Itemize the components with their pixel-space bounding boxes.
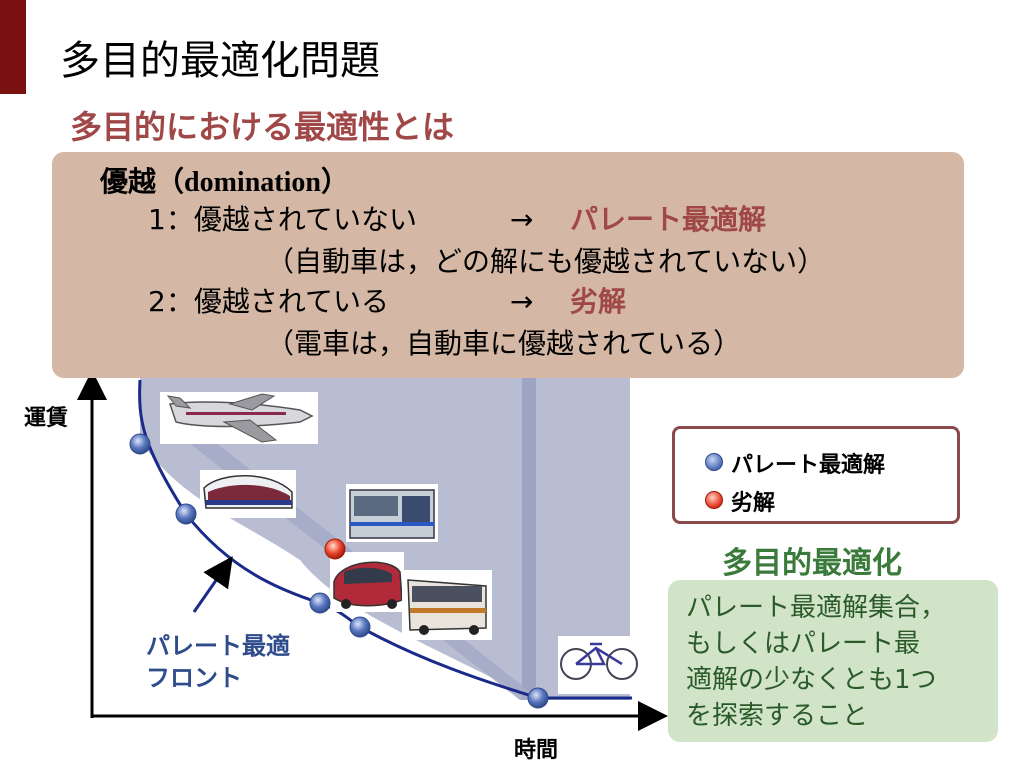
pareto-front-label-line1: パレート最適 — [146, 632, 290, 660]
dominated-result: 劣解 — [570, 285, 627, 318]
pareto-front-label-line2: フロント — [146, 664, 242, 692]
multiobjective-box: パレート最適解集合， もしくはパレート最 適解の少なくとも1つ を探索すること — [668, 580, 998, 742]
pareto-point-airplane — [129, 433, 151, 455]
multiobjective-line-1: パレート最適解集合， — [686, 593, 947, 623]
legend-pareto-label: パレート最適解 — [731, 453, 886, 478]
red-dot-icon — [705, 491, 723, 509]
definition-heading: 優越（domination） — [100, 164, 349, 201]
bus-icon — [402, 570, 492, 640]
multiobjective-title: 多目的最適化 — [722, 546, 902, 581]
y-axis-label: 運賃 — [24, 406, 69, 431]
title-accent-bar — [0, 0, 26, 94]
definition-heading-en: （domination） — [156, 167, 349, 198]
pareto-optimal-result: パレート最適解 — [570, 203, 767, 236]
multiobjective-line-3: 適解の少なくとも1つ — [686, 665, 937, 695]
definition-line-1: 1：優越されていない — [148, 203, 417, 236]
pareto-point-bicycle — [527, 687, 549, 709]
car-icon — [330, 552, 404, 612]
train-icon — [346, 484, 438, 542]
definition-arrow-2: → — [510, 285, 534, 318]
slide-title: 多目的最適化問題 — [60, 38, 380, 84]
time-band — [522, 378, 536, 700]
blue-dot-icon — [705, 453, 723, 471]
shinkansen-icon — [200, 470, 296, 518]
pareto-point-bus — [349, 616, 371, 638]
dominated-point-train — [324, 538, 346, 560]
pareto-front-label: パレート最適 フロント — [146, 630, 290, 694]
slide-subtitle: 多目的における最適性とは — [70, 108, 455, 146]
x-axis-label: 時間 — [514, 738, 559, 763]
front-pointer-arrow — [192, 556, 233, 613]
legend-dominated-label: 劣解 — [731, 491, 776, 516]
chart-legend: パレート最適解 劣解 — [672, 426, 960, 524]
pareto-point-shinkansen — [175, 503, 197, 525]
airplane-icon — [160, 392, 318, 444]
definition-line-2: 2：優越されている — [148, 285, 389, 318]
definition-heading-jp: 優越 — [100, 165, 157, 198]
pareto-point-car — [309, 592, 331, 614]
bicycle-icon — [558, 636, 642, 694]
definition-note-2: （電車は，自動車に優越されている） — [266, 327, 742, 360]
definition-note-1: （自動車は，どの解にも優越されていない） — [266, 245, 826, 278]
definition-arrow-1: → — [510, 203, 534, 236]
multiobjective-line-4: を探索すること — [686, 701, 869, 731]
multiobjective-line-2: もしくはパレート最 — [686, 629, 921, 659]
definition-box: 優越（domination） 1：優越されていない → パレート最適解 （自動車… — [52, 152, 964, 378]
